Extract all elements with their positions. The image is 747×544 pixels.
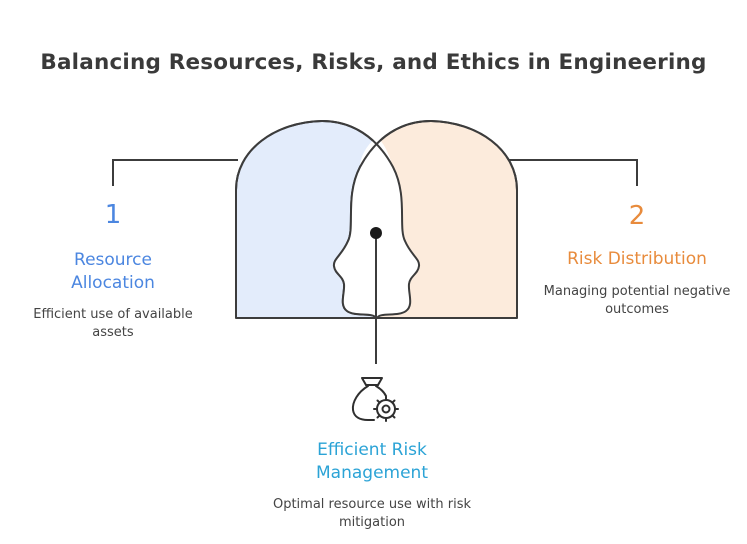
risk-distribution-heading: Risk Distribution (567, 249, 707, 269)
money-bag-gear-icon (351, 377, 399, 422)
right-connector-line (507, 159, 638, 186)
step-number-2: 2 (628, 201, 646, 231)
resource-allocation-heading: Resource Allocation (71, 250, 155, 293)
efficient-risk-management-heading: Efficient Risk Management (316, 440, 428, 483)
center-pin-dot (370, 227, 382, 239)
step-number-1: 1 (104, 200, 122, 230)
left-head-outline (235, 120, 421, 319)
resource-allocation-description: Efficient use of available assets (33, 307, 193, 340)
page-title: Balancing Resources, Risks, and Ethics i… (40, 50, 707, 75)
efficient-risk-management-description: Optimal resource use with risk mitigatio… (272, 497, 472, 530)
right-head-outline (332, 120, 518, 319)
left-connector-line (112, 159, 238, 186)
risk-distribution-description: Managing potential negative outcomes (543, 284, 731, 317)
